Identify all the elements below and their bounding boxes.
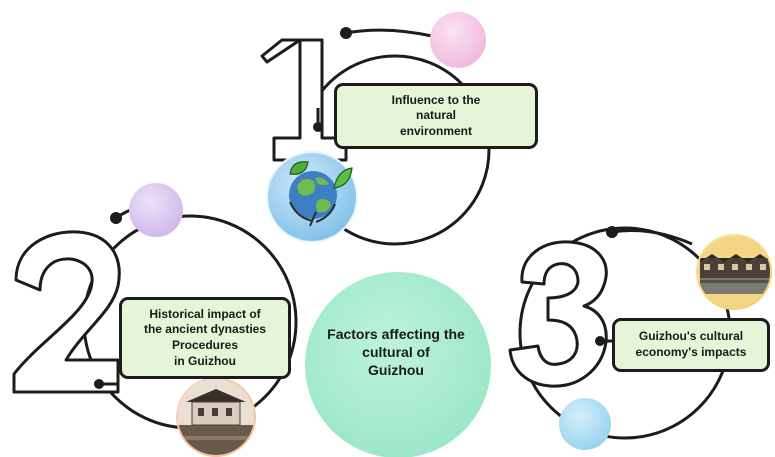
earth-with-leaves-icon	[266, 151, 358, 243]
factor-3-label: Guizhou's cultural economy's impacts	[635, 329, 747, 359]
factor-3-label-box: Guizhou's cultural economy's impacts	[612, 318, 770, 372]
factor-3-numeral	[508, 240, 608, 388]
factor-1-stem-dot	[313, 122, 323, 132]
factor-1-label: Influence to the natural environment	[391, 92, 481, 138]
factor-3-bubble	[559, 398, 611, 450]
factor-2-label-box: Historical impact of the ancient dynasti…	[119, 297, 291, 379]
factor-3-connector-dot	[606, 226, 618, 238]
factor-1-connector	[345, 28, 433, 38]
center-title: Factors affecting the cultural of Guizho…	[327, 326, 465, 379]
factor-3-connector	[611, 229, 693, 246]
factor-1-bubble	[430, 12, 486, 68]
factor-2-stem-dot	[94, 379, 104, 389]
factor-2-bubble	[129, 183, 183, 237]
factor-1-numeral	[260, 38, 348, 162]
center-circle	[305, 272, 491, 457]
factor-3-stem-dot	[595, 336, 605, 346]
waterfront-town-photo	[696, 234, 772, 310]
factor-2-connector-dot	[110, 212, 122, 224]
factor-2-numeral	[12, 230, 121, 394]
factor-1-group	[260, 12, 491, 246]
factor-1-connector-dot	[340, 27, 352, 39]
ancient-building-photo	[176, 377, 256, 457]
factor-2-label: Historical impact of the ancient dynasti…	[143, 306, 267, 368]
factor-1-label-box: Influence to the natural environment	[334, 83, 538, 149]
factor-2-group	[12, 183, 298, 457]
